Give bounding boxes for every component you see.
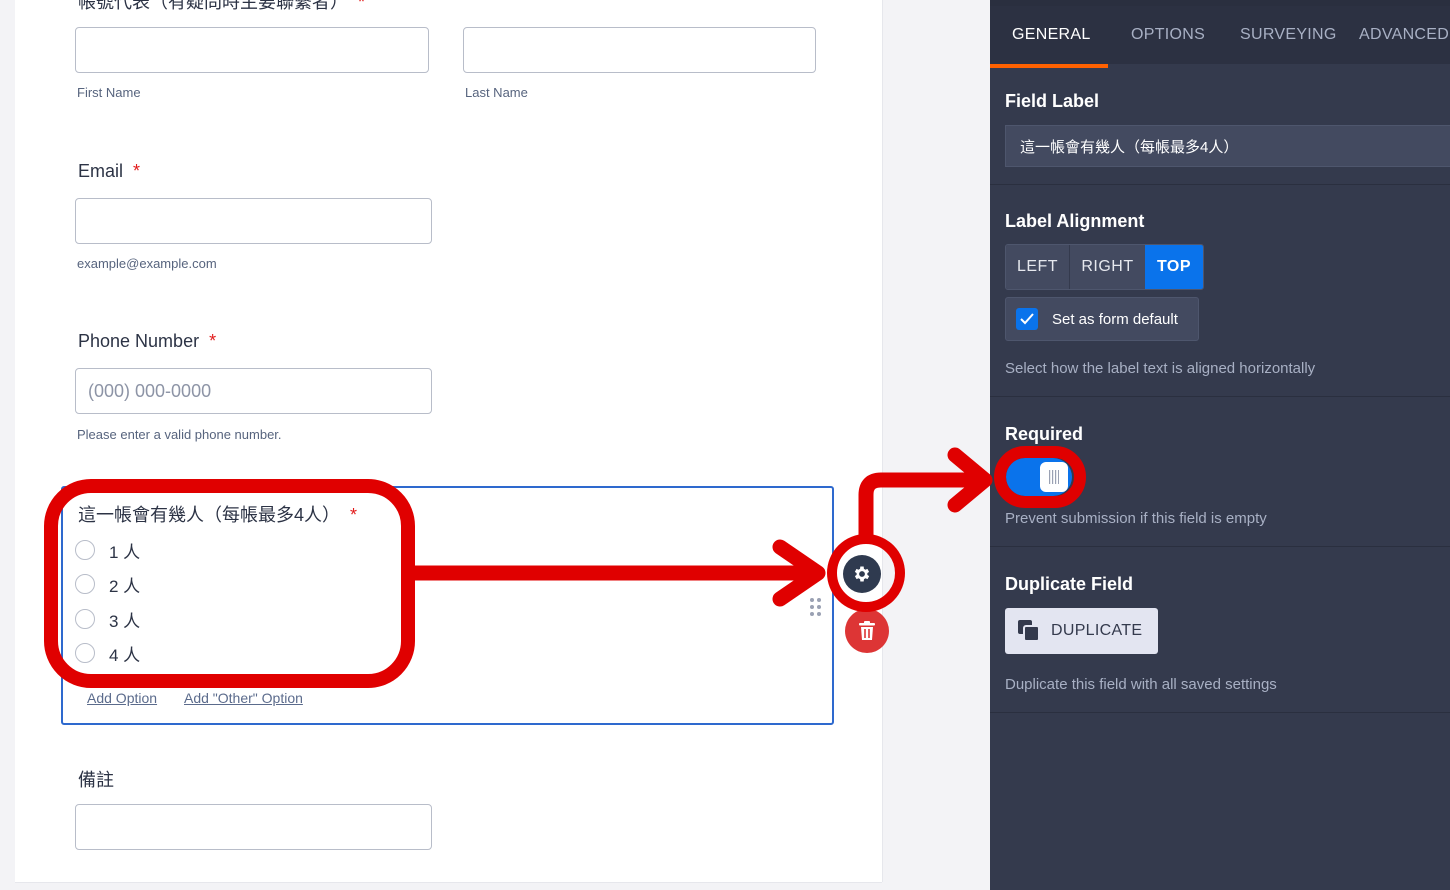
panel-tabs: GENERAL OPTIONS SURVEYING ADVANCED	[990, 6, 1450, 68]
label-alignment-title: Label Alignment	[1005, 211, 1145, 231]
email-sublabel: example@example.com	[77, 256, 217, 271]
radio-option-4[interactable]: 4 人	[75, 640, 140, 666]
required-section: Required Prevent submission if this fiel…	[990, 396, 1450, 547]
copy-icon	[1018, 620, 1040, 642]
checkbox-checked[interactable]	[1016, 308, 1038, 330]
radio-option-label: 4 人	[109, 645, 141, 665]
email-label: Email*	[78, 161, 141, 181]
tab-options[interactable]: OPTIONS	[1131, 26, 1206, 43]
align-top-button[interactable]: TOP	[1145, 245, 1203, 289]
label-alignment-group: LEFT RIGHT TOP	[1005, 244, 1204, 290]
first-name-sublabel: First Name	[77, 85, 141, 100]
radio-option-3[interactable]: 3 人	[75, 606, 140, 632]
grip-lines-icon	[1049, 470, 1059, 484]
field-label-section: Field Label 這一帳會有幾人（每帳最多4人）	[990, 64, 1450, 185]
required-mark: *	[350, 505, 358, 525]
phone-label: Phone Number*	[78, 331, 217, 351]
radio-option-label: 3 人	[109, 611, 141, 631]
gear-icon	[854, 566, 870, 582]
duplicate-button-label: DUPLICATE	[1051, 622, 1143, 639]
required-mark: *	[209, 331, 217, 351]
field-label-title: Field Label	[1005, 91, 1100, 111]
drag-handle-icon[interactable]	[810, 598, 824, 618]
radio-option-1[interactable]: 1 人	[75, 537, 140, 563]
email-input[interactable]	[75, 198, 432, 244]
field-settings-button[interactable]	[843, 555, 881, 593]
radio-option-2[interactable]: 2 人	[75, 571, 140, 597]
add-other-option-link[interactable]: Add "Other" Option	[184, 690, 303, 706]
last-name-sublabel: Last Name	[465, 85, 528, 100]
name-field-label: 帳號代表（有疑問時主要聯繫者）*	[78, 0, 365, 14]
checkmark-icon	[1020, 313, 1034, 325]
align-right-button[interactable]: RIGHT	[1070, 245, 1145, 289]
notes-input[interactable]	[75, 804, 432, 850]
properties-panel: GENERAL OPTIONS SURVEYING ADVANCED Field…	[990, 0, 1450, 890]
radio-button[interactable]	[75, 540, 95, 560]
first-name-input[interactable]	[75, 27, 429, 73]
trash-icon	[859, 621, 875, 640]
duplicate-title: Duplicate Field	[1005, 574, 1134, 594]
duplicate-section: Duplicate Field Duplicate this field wit…	[990, 546, 1450, 713]
active-tab-indicator	[990, 64, 1108, 68]
radio-option-label: 2 人	[109, 576, 141, 596]
radio-button[interactable]	[75, 574, 95, 594]
required-toggle[interactable]	[1006, 458, 1072, 496]
duplicate-button[interactable]: DUPLICATE	[1005, 608, 1158, 654]
set-form-default-label: Set as form default	[1052, 310, 1178, 328]
label-alignment-help: Select how the label text is aligned hor…	[1005, 360, 1316, 377]
people-field-label: 這一帳會有幾人（每帳最多4人）*	[78, 505, 358, 525]
radio-button[interactable]	[75, 643, 95, 663]
required-mark: *	[133, 161, 141, 181]
notes-label: 備註	[78, 770, 114, 790]
align-left-button[interactable]: LEFT	[1006, 245, 1070, 289]
field-label-input[interactable]: 這一帳會有幾人（每帳最多4人）	[1005, 125, 1450, 167]
tab-surveying[interactable]: SURVEYING	[1240, 26, 1337, 43]
phone-input[interactable]	[75, 368, 432, 414]
toggle-knob	[1040, 462, 1068, 492]
duplicate-help: Duplicate this field with all saved sett…	[1005, 676, 1277, 693]
form-canvas: 帳號代表（有疑問時主要聯繫者）* First Name Last Name Em…	[15, 0, 883, 883]
last-name-input[interactable]	[463, 27, 816, 73]
required-mark: *	[358, 0, 366, 12]
required-title: Required	[1005, 424, 1084, 444]
phone-sublabel: Please enter a valid phone number.	[77, 427, 282, 442]
radio-option-label: 1 人	[109, 542, 141, 562]
form-card-bottom	[15, 882, 882, 883]
required-help: Prevent submission if this field is empt…	[1005, 510, 1267, 527]
tab-general[interactable]: GENERAL	[1012, 26, 1091, 43]
add-option-link[interactable]: Add Option	[87, 690, 158, 706]
delete-field-button[interactable]	[845, 609, 889, 653]
panel-top-strip	[990, 0, 1450, 6]
label-alignment-section: Label Alignment	[990, 184, 1450, 397]
tab-advanced[interactable]: ADVANCED	[1359, 26, 1450, 43]
set-form-default-checkbox[interactable]: Set as form default	[1005, 297, 1199, 341]
form-card	[15, 0, 883, 882]
radio-button[interactable]	[75, 609, 95, 629]
